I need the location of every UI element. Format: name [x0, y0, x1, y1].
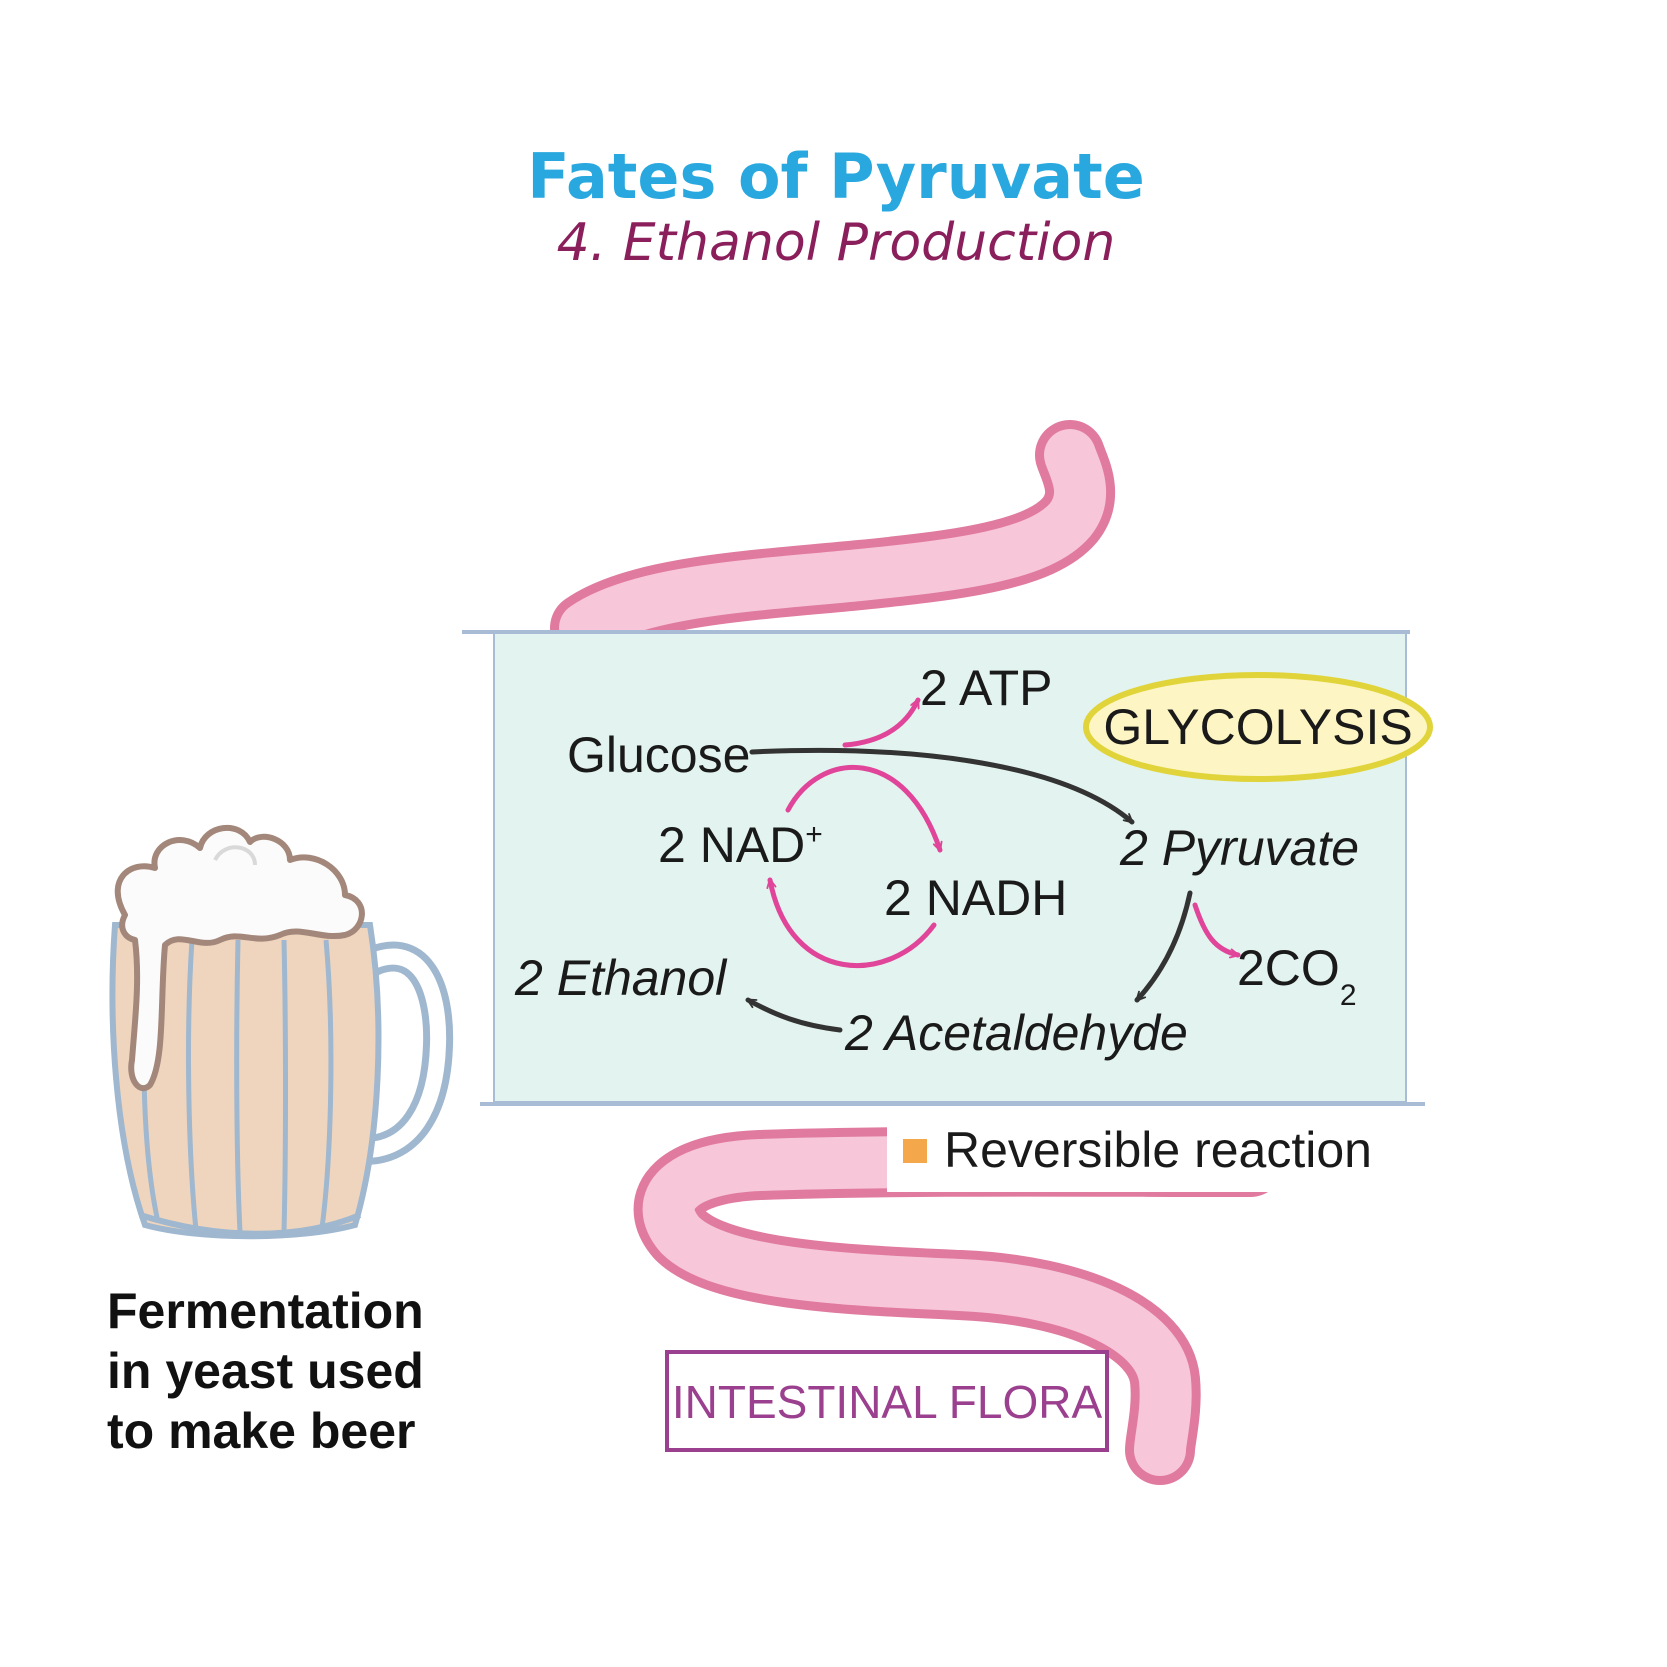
beer-caption: Fermentation in yeast used to make beer: [107, 1283, 424, 1459]
pyruvate-to-acetaldehyde-arrow: [1134, 890, 1193, 1003]
co2-release-arrow: [1192, 902, 1241, 955]
ethanol-label: 2 Ethanol: [514, 950, 728, 1006]
page-title: Fates of Pyruvate: [527, 140, 1145, 213]
glycolysis-label: GLYCOLYSIS: [1103, 699, 1412, 755]
co2-label: 2CO2: [1237, 940, 1357, 1012]
nadh-to-nad-arrow: [770, 877, 937, 968]
glucose-to-pyruvate-arrow: [749, 747, 1135, 825]
nad-plus-label: 2 NAD+: [658, 817, 823, 873]
pyruvate-label: 2 Pyruvate: [1119, 820, 1359, 876]
legend-backdrop: [887, 1118, 1397, 1192]
nad-to-nadh-arrow: [785, 765, 943, 853]
caption-line-3: to make beer: [107, 1403, 415, 1459]
atp-yield-arrow: [842, 697, 921, 748]
page-subtitle: 4. Ethanol Production: [557, 213, 1116, 273]
nadh-label: 2 NADH: [884, 870, 1067, 926]
intestinal-flora-label: INTESTINAL FLORA: [672, 1376, 1103, 1428]
caption-line-1: Fermentation: [107, 1283, 424, 1339]
acetaldehyde-label: 2 Acetaldehyde: [844, 1005, 1188, 1061]
glucose-label: Glucose: [567, 727, 750, 783]
acetaldehyde-to-ethanol-arrow: [745, 997, 843, 1033]
beer-mug-illustration: [109, 824, 454, 1240]
intestinal-flora-box: INTESTINAL FLORA: [665, 1350, 1109, 1452]
caption-line-2: in yeast used: [107, 1343, 424, 1399]
atp-label: 2 ATP: [920, 660, 1052, 716]
glycolysis-badge: GLYCOLYSIS: [1083, 672, 1433, 782]
legend-reversible-label: Reversible reaction: [944, 1122, 1372, 1178]
intestine-upper: [550, 420, 1115, 663]
legend-square: [903, 1139, 927, 1163]
